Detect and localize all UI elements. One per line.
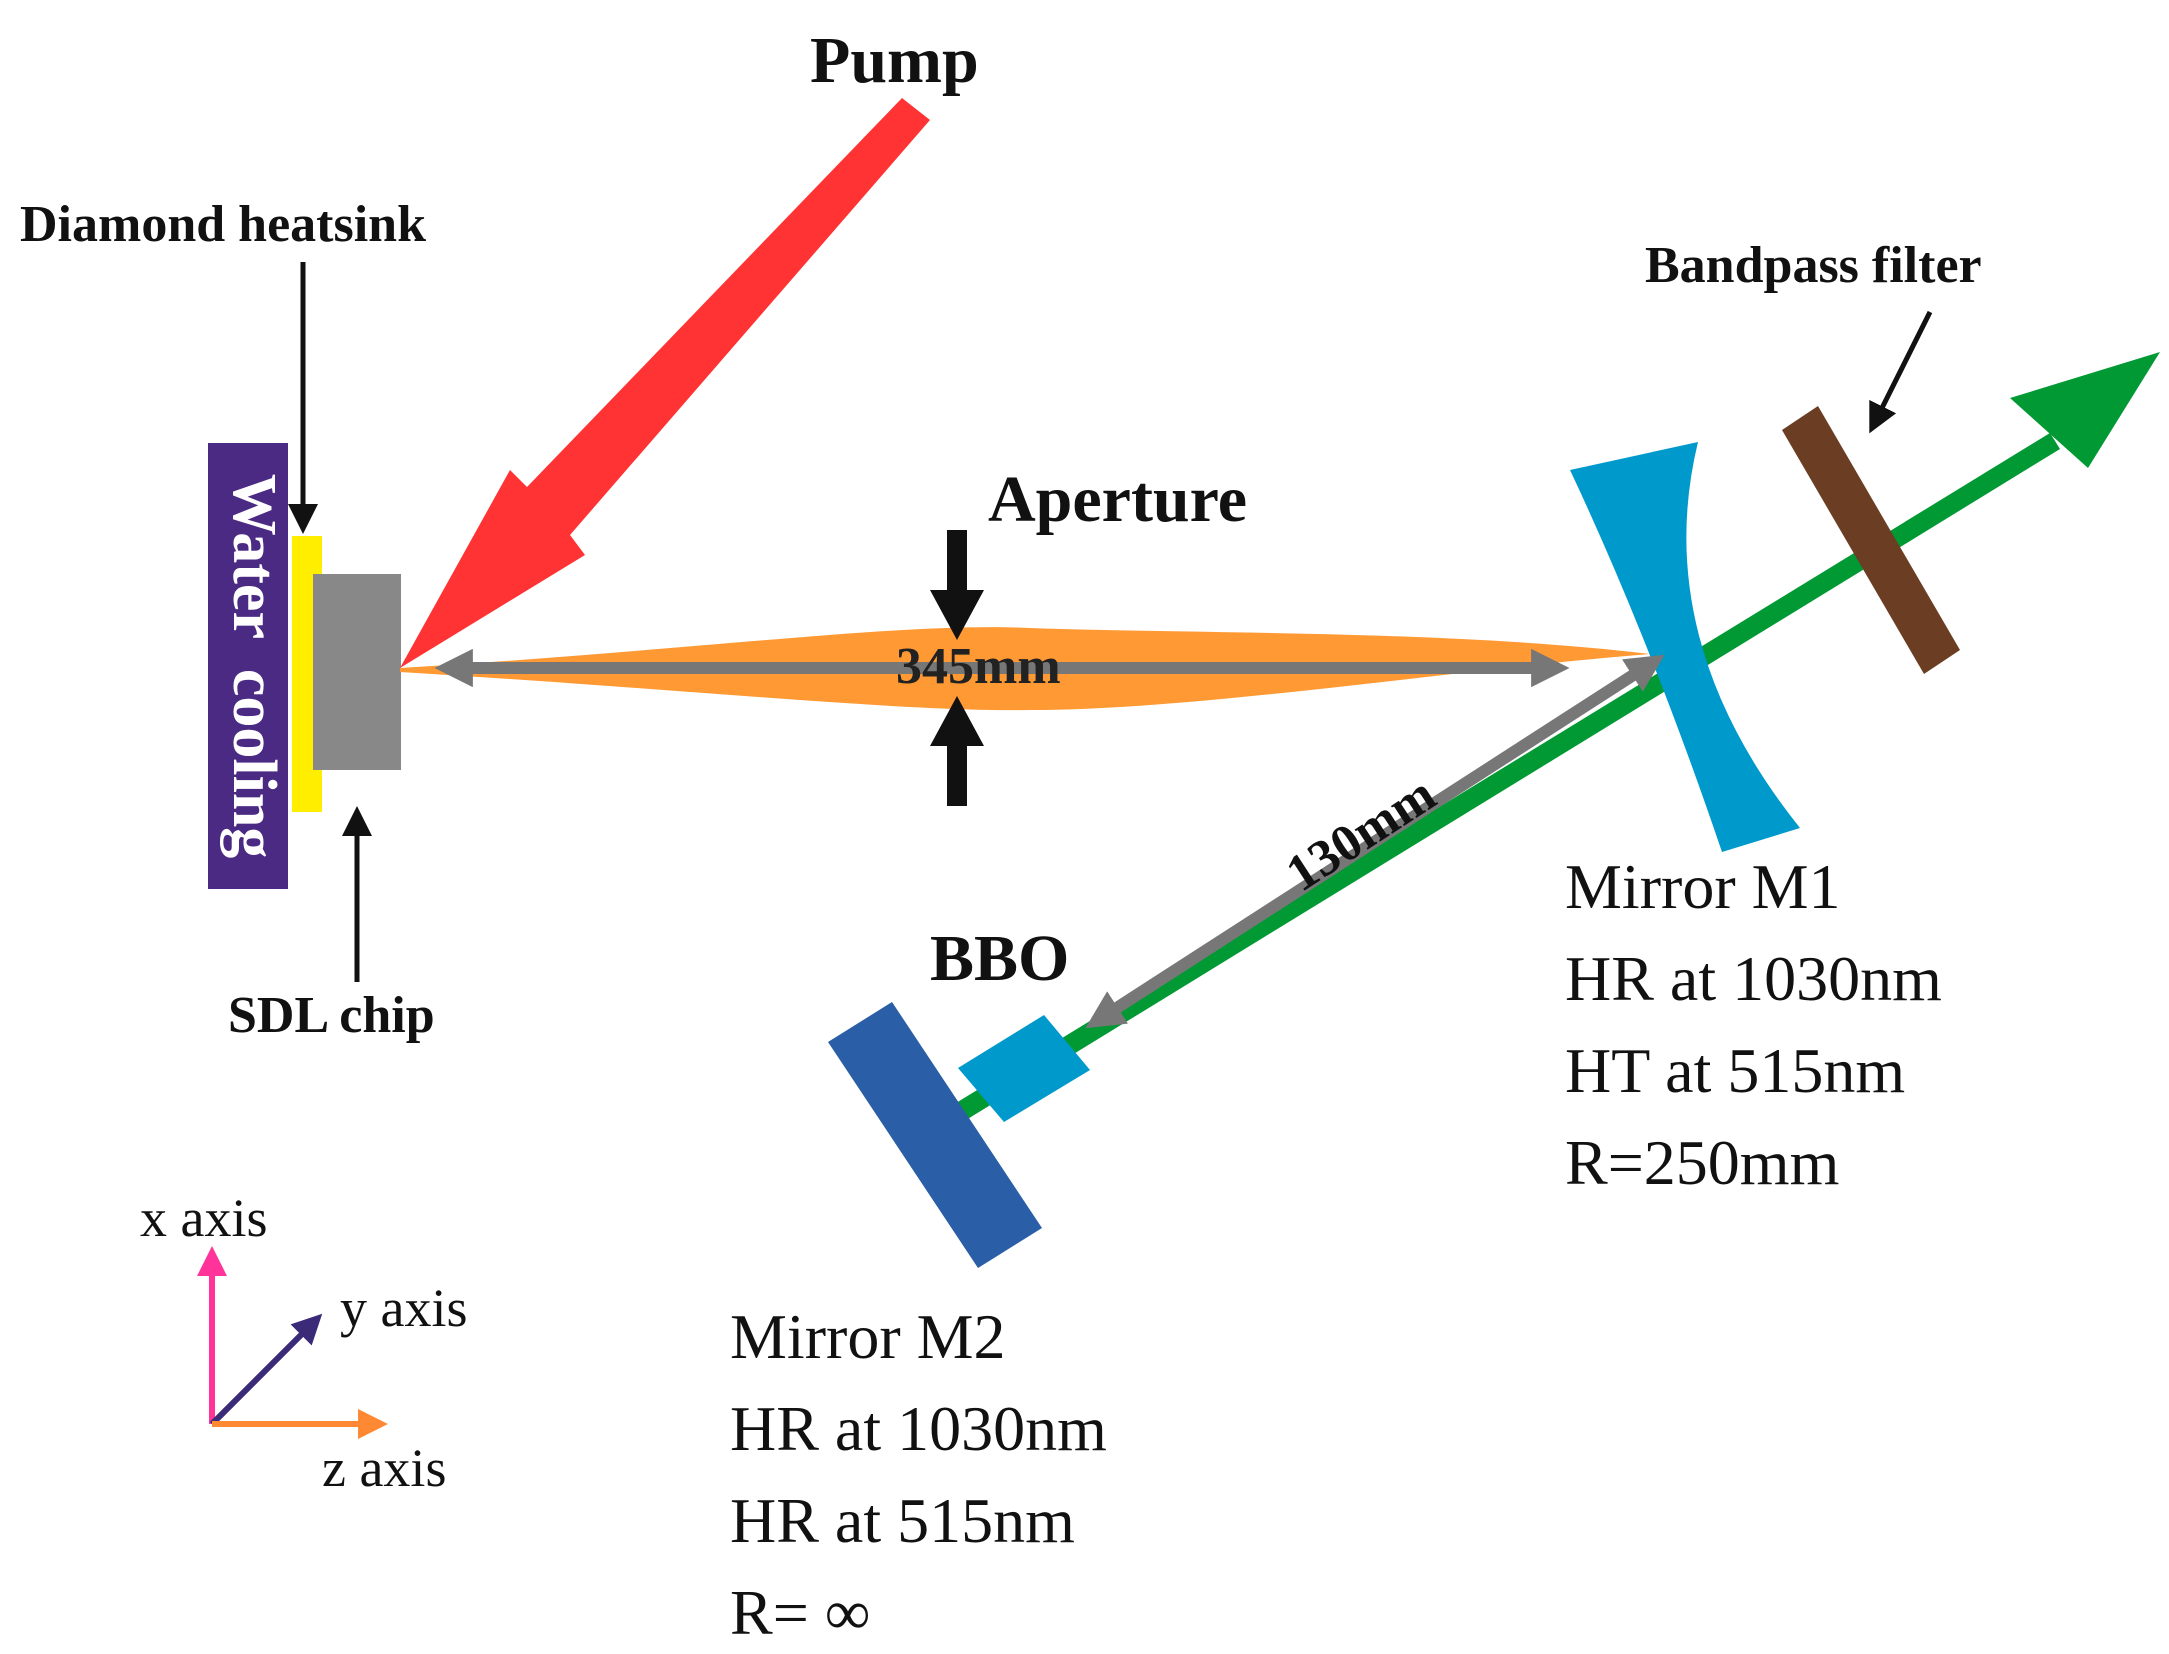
coordinate-axes: x axis y axis z axis (140, 1188, 468, 1498)
z-axis-label: z axis (322, 1438, 446, 1498)
diamond-heatsink-label: Diamond heatsink (20, 196, 426, 253)
mirror-m2-line: HR at 1030nm (730, 1393, 1107, 1464)
dimension-130mm-arrow (1085, 654, 1665, 1029)
green-beam (956, 433, 2060, 1120)
mirror-m1-description: Mirror M1 HR at 1030nm HT at 515nm R=250… (1565, 851, 1942, 1198)
sdl-chip (313, 574, 401, 770)
y-axis-arrow (209, 1313, 323, 1427)
green-output-arrowhead (2010, 352, 2160, 468)
x-axis-label: x axis (140, 1188, 268, 1248)
water-cooling-block (208, 443, 288, 889)
pump-label: Pump (810, 24, 979, 97)
mirror-m2-line: R= ∞ (730, 1577, 870, 1648)
water-cooling-label: Water cooling (220, 474, 288, 859)
mirror-m2-line: HR at 515nm (730, 1485, 1075, 1556)
bandpass-filter-label: Bandpass filter (1645, 237, 1982, 294)
mirror-m2-line: Mirror M2 (730, 1301, 1006, 1372)
y-axis-label: y axis (340, 1278, 468, 1338)
dimension-345mm-label: 345mm (896, 638, 1061, 695)
mirror-m1-line: Mirror M1 (1565, 851, 1841, 922)
bbo-crystal (958, 1015, 1090, 1122)
mirror-m1-line: HT at 515nm (1565, 1035, 1905, 1106)
mirror-m2 (828, 1002, 1042, 1268)
bandpass-filter-pointer (1869, 310, 1933, 434)
sdl-chip-label: SDL chip (228, 987, 435, 1044)
aperture-label: Aperture (988, 463, 1247, 536)
mirror-m1-line: HR at 1030nm (1565, 943, 1942, 1014)
aperture-upper-jaw (930, 530, 984, 640)
pump-beam (400, 98, 930, 668)
bbo-label: BBO (930, 922, 1069, 995)
mirror-m1 (1570, 442, 1800, 852)
mirror-m1-line: R=250mm (1565, 1127, 1839, 1198)
bandpass-filter (1782, 406, 1960, 674)
mirror-m2-description: Mirror M2 HR at 1030nm HR at 515nm R= ∞ (730, 1301, 1107, 1648)
aperture-lower-jaw (930, 696, 984, 806)
